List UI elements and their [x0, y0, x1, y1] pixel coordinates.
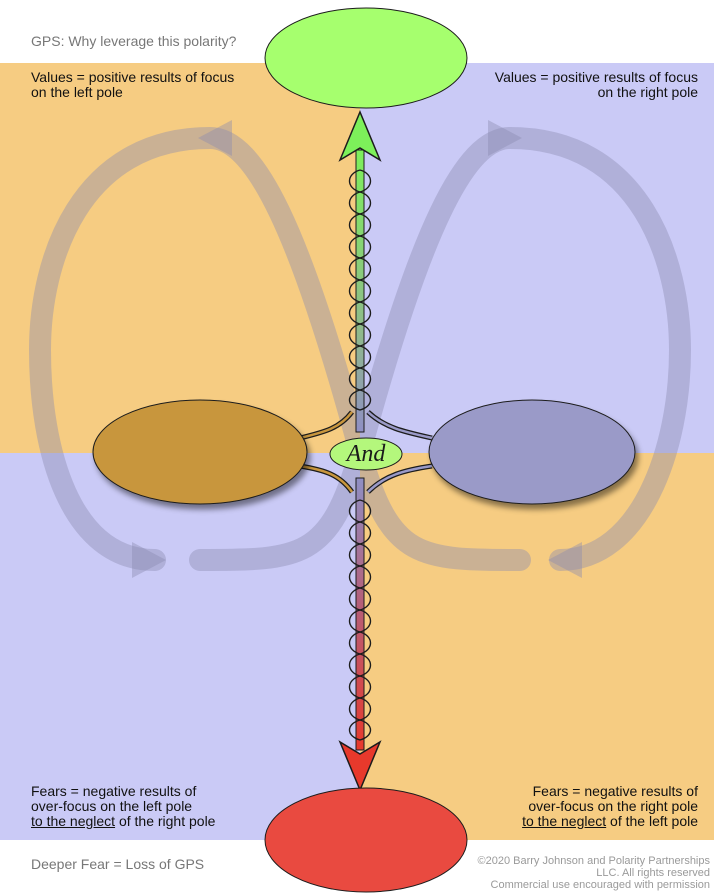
lower-left-line-3: to the neglect of the right pole — [31, 814, 215, 829]
lower-right-neglect-underlined: to the neglect — [522, 813, 606, 829]
deeper-fear-label: Deeper Fear = Loss of GPS — [31, 857, 204, 872]
upper-left-values-text: Values = positive results of focus on th… — [31, 70, 234, 100]
copyright-line-2: LLC. All rights reserved — [477, 867, 710, 879]
and-label: And — [330, 438, 402, 470]
copyright-line-1: ©2020 Barry Johnson and Polarity Partner… — [477, 855, 710, 867]
quadrant-lower-left — [0, 453, 360, 840]
right-pole-ellipse — [429, 400, 635, 504]
lower-left-line-1: Fears = negative results of — [31, 784, 215, 799]
gps-ellipse — [265, 8, 467, 108]
deeper-fear-ellipse — [265, 788, 467, 892]
upper-right-line-1: Values = positive results of focus — [495, 70, 698, 85]
lower-right-line-3: to the neglect of the left pole — [522, 814, 698, 829]
lower-right-line-1: Fears = negative results of — [522, 784, 698, 799]
copyright-line-3: Commercial use encouraged with permissio… — [477, 879, 710, 891]
gps-question: GPS: Why leverage this polarity? — [31, 34, 236, 49]
copyright-notice: ©2020 Barry Johnson and Polarity Partner… — [477, 855, 710, 891]
lower-right-line-3-rest: of the left pole — [606, 813, 698, 829]
lower-left-fears-text: Fears = negative results of over-focus o… — [31, 784, 215, 829]
upper-right-values-text: Values = positive results of focus on th… — [495, 70, 698, 100]
lower-right-line-2: over-focus on the right pole — [522, 799, 698, 814]
downward-arrow-shaft — [356, 478, 364, 750]
lower-right-fears-text: Fears = negative results of over-focus o… — [522, 784, 698, 829]
lower-left-line-2: over-focus on the left pole — [31, 799, 215, 814]
upper-right-line-2: on the right pole — [495, 85, 698, 100]
lower-left-line-3-rest: of the right pole — [115, 813, 215, 829]
upper-left-line-2: on the left pole — [31, 85, 234, 100]
left-pole-ellipse — [93, 400, 307, 504]
quadrant-lower-right — [360, 453, 714, 840]
lower-left-neglect-underlined: to the neglect — [31, 813, 115, 829]
upper-left-line-1: Values = positive results of focus — [31, 70, 234, 85]
